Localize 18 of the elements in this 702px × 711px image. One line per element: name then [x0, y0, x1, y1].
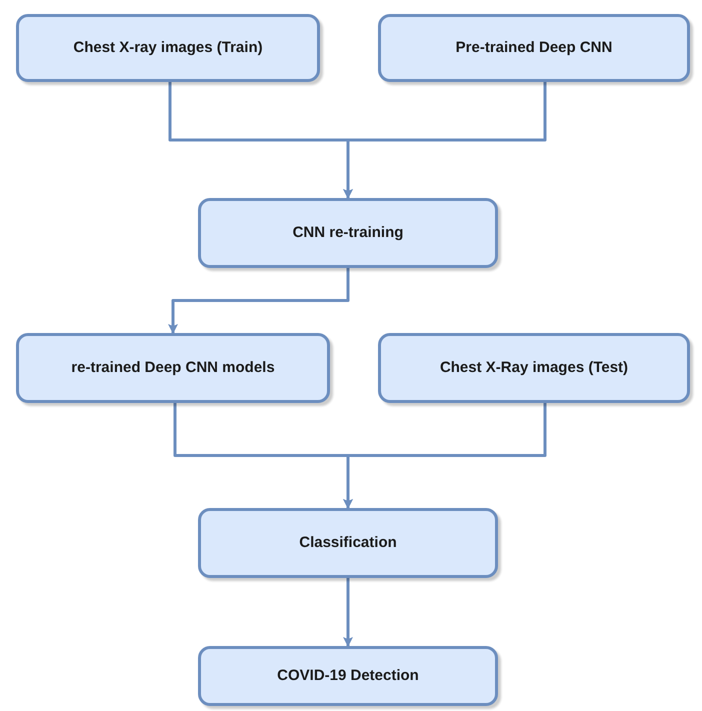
box-label: CNN re-training: [292, 222, 404, 243]
process-box: [378, 333, 690, 403]
box-label: Pre-trained Deep CNN: [456, 38, 612, 58]
process-box: [198, 198, 498, 268]
box-label: re-trained Deep CNN models: [71, 358, 275, 378]
process-box: [198, 646, 498, 706]
box-label: COVID-19 Detection: [277, 666, 419, 686]
process-box: [16, 333, 330, 403]
box-label: Classification: [299, 532, 397, 553]
process-box: [198, 508, 498, 578]
box-label: Chest X-ray images (Train): [73, 38, 263, 58]
arrow: [343, 82, 546, 199]
process-box: [378, 14, 690, 82]
arrow: [343, 578, 353, 647]
box-label: Chest X-Ray images (Test): [440, 358, 628, 378]
arrow: [168, 268, 350, 334]
arrow: [343, 403, 546, 509]
process-box: [16, 14, 320, 82]
